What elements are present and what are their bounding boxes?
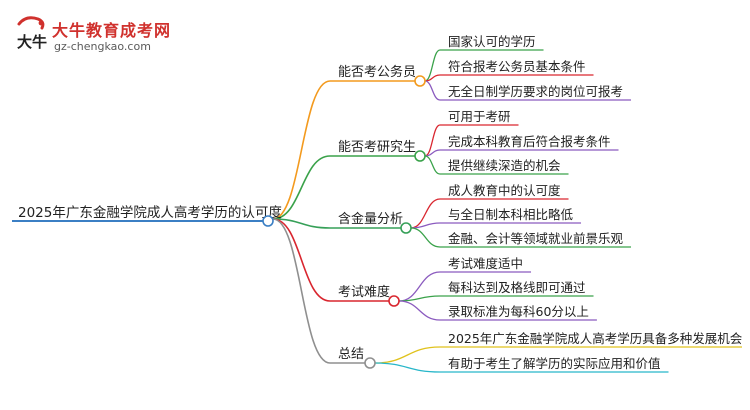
mind-map-edges xyxy=(12,49,742,373)
leaf-topic-3-1[interactable]: 成人教育中的认可度 xyxy=(448,183,561,198)
leaf-edge-3-2 xyxy=(410,222,441,229)
leaf-topic-1-1[interactable]: 国家认可的学历 xyxy=(448,34,536,49)
branch-topic-3[interactable]: 含金量分析 xyxy=(338,211,403,227)
leaf-edge-3-1 xyxy=(410,198,441,229)
leaf-edge-3-3 xyxy=(410,227,441,248)
branch-collapse-toggle-4[interactable] xyxy=(388,295,400,307)
branch-edge-1 xyxy=(272,80,331,220)
leaf-edge-5-1 xyxy=(374,346,441,364)
leaf-topic-3-3[interactable]: 金融、会计等领域就业前景乐观 xyxy=(448,231,624,246)
site-logo[interactable]: 大牛 大牛教育成考网 gz-chengkao.com xyxy=(14,14,214,64)
leaf-edge-4-3 xyxy=(398,300,441,321)
mind-map-nodes: 2025年广东金融学院成人高考学历的认可度 能否考公务员 国家认可的学历符合报考公务… xyxy=(18,34,743,371)
leaf-edge-5-2 xyxy=(374,362,441,373)
branch-collapse-toggle-1[interactable] xyxy=(414,75,426,87)
branch-topic-2[interactable]: 能否考研究生 xyxy=(338,140,416,155)
leaf-topic-1-3[interactable]: 无全日制学历要求的岗位可报考 xyxy=(448,84,623,99)
branch-topic-4[interactable]: 考试难度 xyxy=(338,284,390,300)
leaf-topic-5-2[interactable]: 有助于考生了解学历的实际应用和价值 xyxy=(448,356,661,371)
svg-text:大牛: 大牛 xyxy=(17,33,47,51)
leaf-topic-4-3[interactable]: 录取标准为每科60分以上 xyxy=(448,304,589,319)
leaf-edge-1-3 xyxy=(424,80,441,101)
branch-collapse-toggle-2[interactable] xyxy=(414,150,426,162)
leaf-edge-1-1 xyxy=(424,49,441,82)
bull-logo-icon: 大牛 xyxy=(17,16,47,51)
leaf-topic-4-1[interactable]: 考试难度适中 xyxy=(448,256,523,271)
leaf-topic-2-3[interactable]: 提供继续深造的机会 xyxy=(448,158,561,173)
leaf-topic-2-2[interactable]: 完成本科教育后符合报考条件 xyxy=(448,134,611,149)
branch-topic-1[interactable]: 能否考公务员 xyxy=(338,64,416,80)
leaf-topic-2-1[interactable]: 可用于考研 xyxy=(448,109,511,124)
branch-collapse-toggle-3[interactable] xyxy=(400,222,412,234)
root-collapse-toggle[interactable] xyxy=(262,215,274,227)
branch-edge-5 xyxy=(272,218,331,364)
leaf-topic-3-2[interactable]: 与全日制本科相比略低 xyxy=(448,207,574,222)
branch-topic-5[interactable]: 总结 xyxy=(338,347,364,362)
leaf-topic-4-2[interactable]: 每科达到及格线即可通过 xyxy=(448,280,586,295)
leaf-topic-1-2[interactable]: 符合报考公务员基本条件 xyxy=(448,59,586,74)
branch-edge-2 xyxy=(272,155,331,220)
branch-edge-3 xyxy=(272,218,331,229)
leaf-edge-1-2 xyxy=(424,74,441,82)
leaf-edge-4-1 xyxy=(398,271,441,302)
leaf-edge-2-1 xyxy=(424,124,441,157)
leaf-topic-5-1[interactable]: 2025年广东金融学院成人高考学历具备多种发展机会 xyxy=(448,331,743,346)
leaf-edge-2-3 xyxy=(424,155,441,175)
site-url: gz-chengkao.com xyxy=(54,40,151,53)
site-title: 大牛教育成考网 xyxy=(52,21,172,40)
leaf-edge-2-2 xyxy=(424,149,441,157)
branch-collapse-toggle-5[interactable] xyxy=(364,357,376,369)
root-topic[interactable]: 2025年广东金融学院成人高考学历的认可度 xyxy=(18,204,282,221)
branch-edge-4 xyxy=(272,218,331,302)
leaf-edge-4-2 xyxy=(398,295,441,302)
